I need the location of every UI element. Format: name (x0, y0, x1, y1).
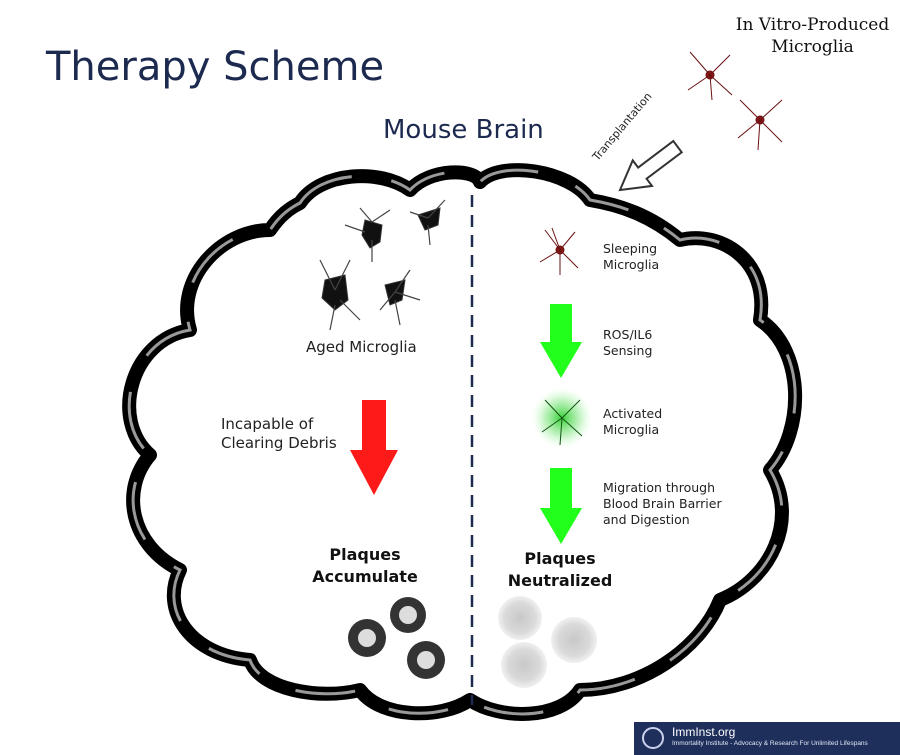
plaques-neutralized-line2: Neutralized (507, 571, 613, 590)
migration-line1: Migration through (603, 480, 716, 495)
plaques-neutralized-line1: Plaques (524, 549, 596, 568)
aged-microglia-label: Aged Microglia (306, 338, 417, 356)
invitro-line2: Microglia (771, 37, 854, 57)
red-arrow (350, 400, 398, 495)
aged-microglia-cells (319, 199, 446, 331)
incapable-label: Incapable of Clearing Debris (221, 415, 337, 453)
plaques-accumulate-line1: Plaques (329, 545, 401, 564)
imminst-logo-icon (642, 727, 664, 749)
sleeping-microglia (539, 227, 579, 275)
activated-line2: Microglia (603, 422, 660, 437)
green-arrow-1 (540, 304, 582, 378)
subtitle: Mouse Brain (383, 115, 544, 145)
footer-name: ImmInst.org (672, 725, 736, 739)
activated-line1: Activated (603, 406, 663, 421)
invitro-microglia (687, 51, 783, 151)
plaques-neutralized-label: Plaques Neutralized (495, 548, 625, 592)
ros-line2: Sensing (603, 343, 653, 358)
plaques-accumulate-line2: Accumulate (312, 567, 418, 586)
migration-line3: and Digestion (603, 512, 690, 527)
migration-line2: Blood Brain Barrier (603, 496, 722, 511)
dark-plaques (348, 597, 445, 679)
neutralized-plaques (498, 596, 597, 688)
incapable-line1: Incapable of (221, 415, 314, 433)
green-arrow-2 (540, 468, 582, 544)
invitro-line1: In Vitro-Produced (735, 15, 890, 35)
incapable-line2: Clearing Debris (221, 434, 337, 452)
plaques-accumulate-label: Plaques Accumulate (300, 544, 430, 588)
transplant-arrow (618, 139, 684, 192)
footer-tagline: Immortality Institute - Advocacy & Resea… (672, 740, 868, 747)
activated-label: Activated Microglia (603, 406, 662, 438)
page-title: Therapy Scheme (46, 44, 385, 90)
ros-label: ROS/IL6 Sensing (603, 327, 652, 359)
sleeping-label: Sleeping Microglia (603, 241, 659, 273)
ros-line1: ROS/IL6 (603, 327, 653, 342)
migration-label: Migration through Blood Brain Barrier an… (603, 480, 722, 528)
footer-badge[interactable]: ImmInst.org Immortality Institute - Advo… (634, 722, 900, 755)
sleeping-line2: Microglia (603, 257, 660, 272)
activated-microglia (532, 388, 592, 448)
invitro-label: In Vitro-Produced Microglia (725, 14, 900, 58)
sleeping-line1: Sleeping (603, 241, 658, 256)
